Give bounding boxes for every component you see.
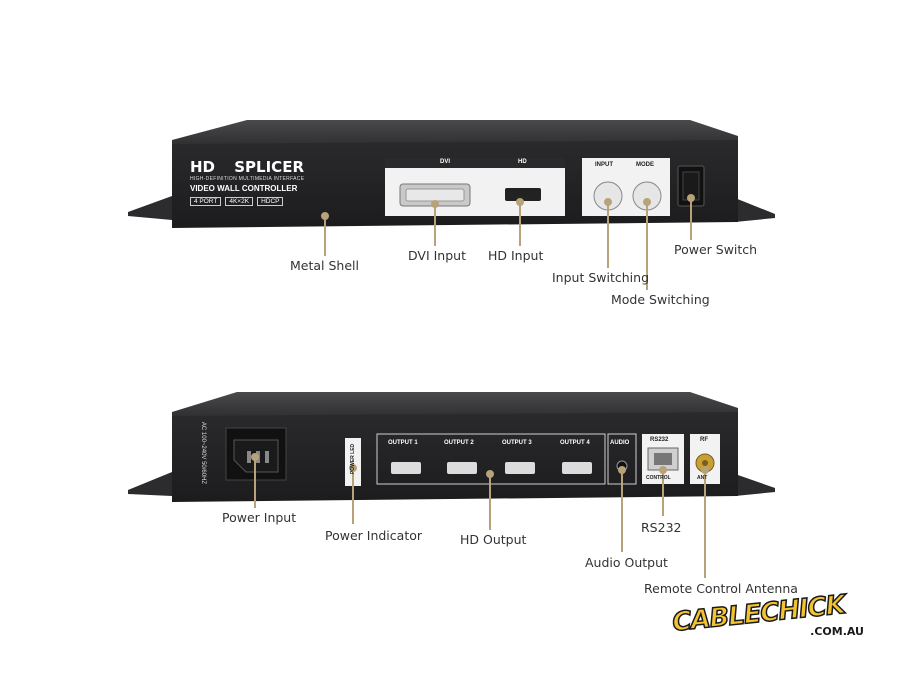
badge-4port: 4 PORT (190, 197, 222, 206)
callout-remote-antenna: Remote Control Antenna (644, 581, 798, 596)
hd-output-port-2 (447, 462, 477, 474)
leader-lines (251, 194, 709, 578)
power-rating-label: AC 100~240V 50/60HZ (200, 421, 206, 485)
power-led-label: POWER LED (350, 443, 356, 475)
hd-output-port-3 (505, 462, 535, 474)
front-left-ear (128, 196, 172, 220)
ant-label: ANT (697, 475, 708, 481)
mode-button-label: MODE (636, 162, 654, 168)
front-model: VIDEO WALL CONTROLLER (190, 184, 298, 193)
input-button-label: INPUT (595, 162, 613, 168)
output-1-label: OUTPUT 1 (388, 440, 418, 446)
callout-hd-output: HD Output (460, 532, 527, 547)
front-subtitle: HIGH-DEFINITION MULTIMEDIA INTERFACE (190, 176, 305, 182)
rs232-port-label: RS232 (650, 437, 669, 443)
callout-rs232: RS232 (641, 520, 682, 535)
front-top-cover (172, 120, 738, 146)
front-brand: HD SPLICER (190, 158, 304, 176)
dvi-port-label: DVI (440, 159, 451, 165)
brand-hd: HD (190, 158, 216, 176)
rear-left-ear (128, 472, 172, 496)
callout-metal-shell: Metal Shell (290, 258, 359, 273)
output-3-label: OUTPUT 3 (502, 440, 532, 446)
rear-right-ear (735, 474, 775, 496)
audio-label: AUDIO (610, 440, 630, 446)
hd-output-port-1 (391, 462, 421, 474)
logo-domain: .COM.AU (810, 625, 864, 638)
output-2-label: OUTPUT 2 (444, 440, 474, 446)
cablechick-logo: CABLECHICK .COM.AU (670, 589, 882, 661)
control-label: CONTROL (646, 475, 671, 481)
callout-hd-input: HD Input (488, 248, 544, 263)
callout-power-indicator: Power Indicator (325, 528, 423, 543)
power-led-plate (345, 438, 361, 486)
rear-top-cover (172, 392, 738, 418)
output-4-label: OUTPUT 4 (560, 440, 590, 446)
callout-power-switch: Power Switch (674, 242, 758, 257)
callout-audio-output: Audio Output (585, 555, 668, 570)
brand-splicer: SPLICER (234, 158, 304, 176)
hd-port-label: HD (518, 159, 527, 165)
hd-output-port-4 (562, 462, 592, 474)
front-badges: 4 PORT 4K×2K HDCP (190, 197, 284, 206)
hd-input-port (505, 188, 541, 201)
badge-hdcp: HDCP (257, 197, 284, 206)
callout-dvi-input: DVI Input (408, 248, 466, 263)
badge-4k2k: 4K×2K (225, 197, 254, 206)
rear-unit (128, 392, 775, 502)
rf-label: RF (700, 437, 708, 443)
front-right-ear (735, 198, 775, 222)
callout-mode-switching: Mode Switching (611, 292, 710, 307)
callout-input-switching: Input Switching (552, 270, 649, 285)
callout-power-input: Power Input (222, 510, 297, 525)
